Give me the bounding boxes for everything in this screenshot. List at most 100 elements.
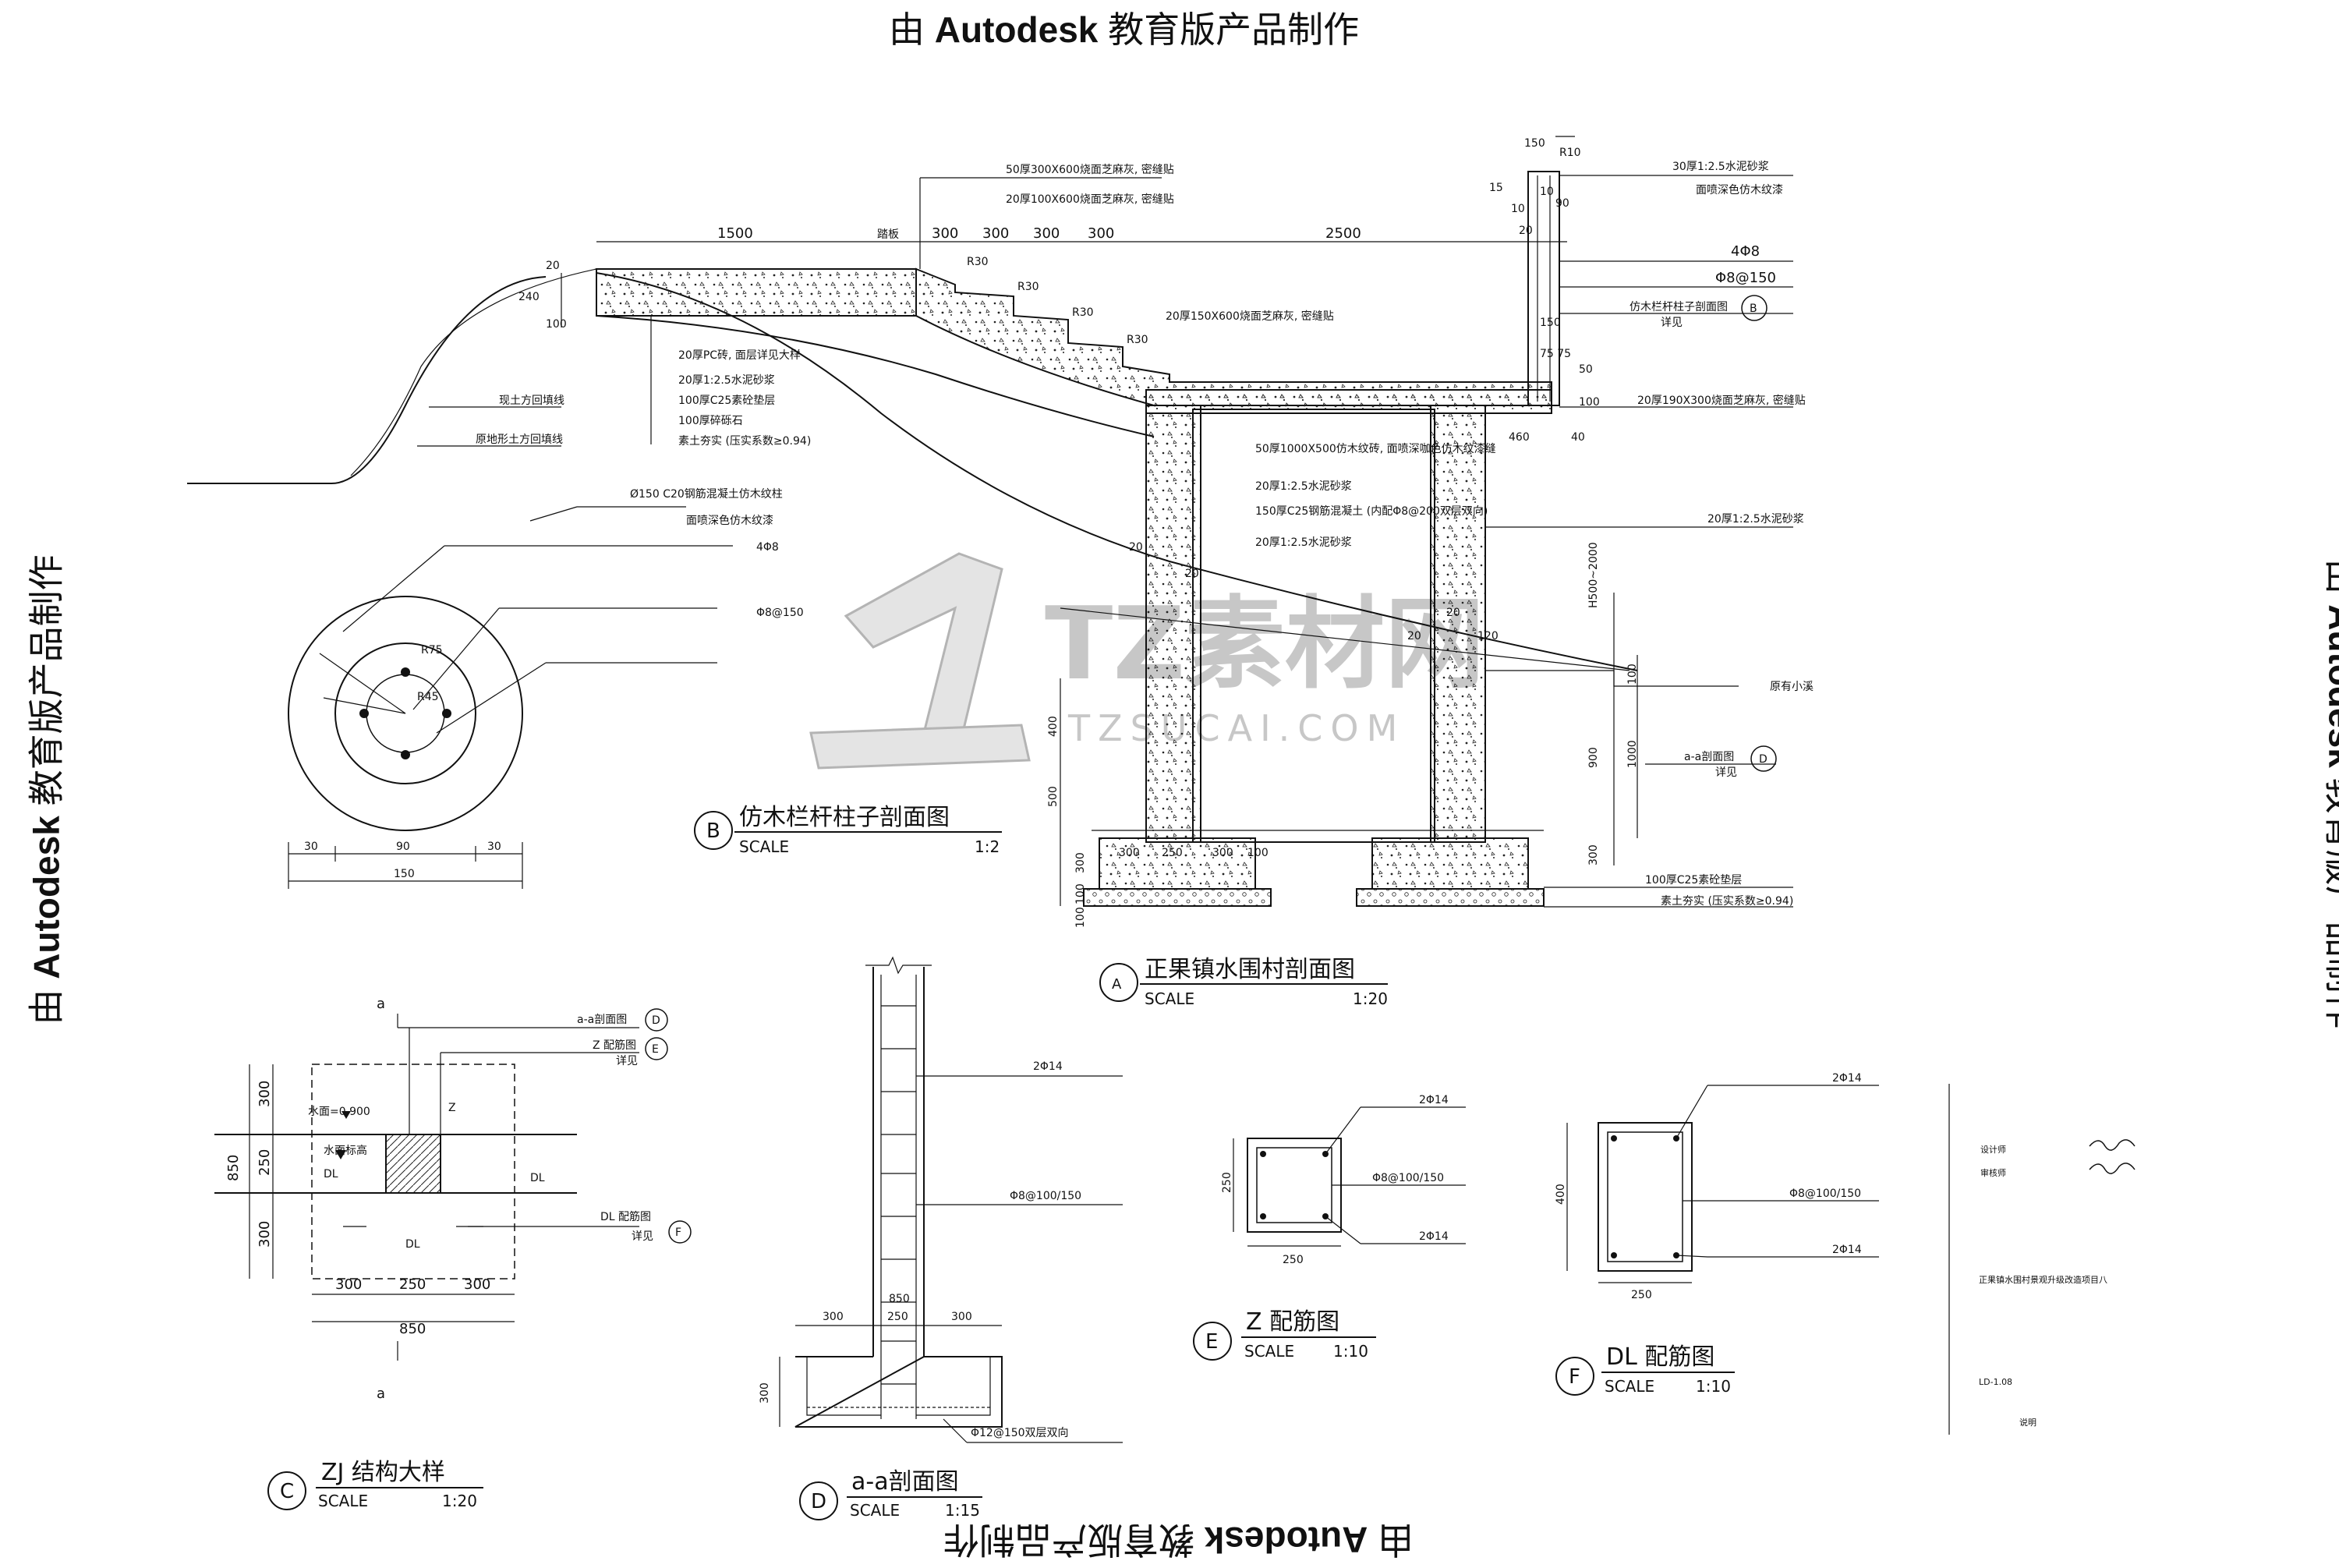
- callout-z-see: 详见: [616, 1055, 638, 1067]
- callout-aa: a-a剖面图: [577, 1014, 627, 1026]
- cut-a-top: a: [377, 996, 385, 1012]
- rail-dim-c: 50: [1579, 363, 1593, 376]
- d-rebar: 2Φ14: [1033, 1060, 1063, 1073]
- ref-d-label: a-a剖面图: [1684, 751, 1734, 763]
- tb-number: LD-1.08: [1979, 1377, 2012, 1387]
- ref-b-bubble: B: [1750, 303, 1757, 315]
- section-c-annotations: a a 水面=0.900 水面标高 Z DL DL DL a-a剖面图 Z 配筋…: [225, 996, 692, 1510]
- e-stirrup: Φ8@100/150: [1372, 1172, 1444, 1184]
- f-h: 400: [1555, 1184, 1567, 1205]
- dim-100-l2: 100: [1074, 907, 1087, 928]
- post-stirrup: Φ8@150: [756, 607, 804, 619]
- e-top: 2Φ14: [1419, 1094, 1449, 1106]
- dim-460: 460: [1509, 431, 1530, 444]
- title-c-letter: C: [280, 1480, 294, 1503]
- title-b-scale: 1:2: [975, 837, 1000, 856]
- callout-dl-see: 详见: [632, 1230, 653, 1243]
- note-top-1: 50厚300X600烧面芝麻灰, 密缝贴: [1006, 163, 1174, 176]
- section-d-annotations: 2Φ14 Φ8@100/150 850 300 250 300 300 Φ12@…: [759, 1060, 1081, 1520]
- rail-dim-a: 150: [1540, 317, 1561, 329]
- dim-tread: 踏板: [877, 228, 899, 241]
- layer-1: 20厚PC砖, 面层详见大样: [678, 349, 801, 362]
- inner-20c: 20: [1407, 630, 1421, 642]
- title-c-scale-label: SCALE: [318, 1492, 368, 1510]
- d-stirrup: Φ8@100/150: [1010, 1190, 1081, 1202]
- f-stirrup: Φ8@100/150: [1789, 1188, 1861, 1200]
- e-bottom: 2Φ14: [1419, 1230, 1449, 1243]
- title-block: 设计师 审核师 正果镇水围村景观升级改造项目八 LD-1.08 说明: [1948, 1084, 2136, 1435]
- base-dim-300b: 300: [1212, 847, 1233, 859]
- rail-dim-20: 20: [1519, 225, 1533, 237]
- c-vdim-250: 250: [257, 1149, 273, 1176]
- step-radius-2: R30: [1017, 281, 1039, 293]
- designer-signature: [2089, 1139, 2136, 1151]
- post-dim-30a: 30: [304, 841, 318, 853]
- layer-4: 100厚碎砾石: [678, 415, 743, 427]
- title-e: Z 配筋图: [1246, 1308, 1339, 1336]
- wall-note-1: 50厚1000X500仿木纹砖, 面喷深咖色仿木纹漆缝: [1255, 442, 1496, 455]
- rail-dim-b: 75 75: [1540, 348, 1571, 360]
- post-rebar: 4Φ8: [756, 541, 779, 554]
- e-h: 250: [1221, 1172, 1233, 1193]
- rail-dim-d: 100: [1579, 396, 1600, 409]
- dim-100-l1: 100: [1074, 883, 1087, 904]
- layer-2: 20厚1:2.5水泥砂浆: [678, 374, 775, 387]
- dl-left: DL: [324, 1168, 338, 1180]
- c-hdim-250: 250: [399, 1276, 426, 1293]
- callout-dl: DL 配筋图: [600, 1210, 651, 1223]
- section-b-annotations: Ø150 C20钢筋混凝土仿木纹柱 面喷深色仿木纹漆 4Φ8 Φ8@150 R7…: [304, 487, 1002, 880]
- dim-900: 900: [1587, 747, 1600, 768]
- c-hdim-850: 850: [399, 1321, 426, 1337]
- tb-designer: 设计师: [1980, 1145, 2006, 1155]
- rail-dim-10b: 10: [1511, 203, 1525, 215]
- dim-left-240: 240: [518, 291, 540, 303]
- section-f-drawing: [1566, 1085, 1879, 1283]
- dim-40: 40: [1571, 431, 1585, 444]
- base-note-1: 100厚C25素砼垫层: [1645, 874, 1742, 887]
- tb-note: 说明: [2019, 1417, 2036, 1428]
- inner-20a: 20: [1129, 541, 1143, 554]
- water-label: 水面标高: [324, 1144, 367, 1157]
- section-c-drawing: [214, 1014, 639, 1361]
- rail-note-1: 30厚1:2.5水泥砂浆: [1672, 161, 1769, 173]
- post-dim-150: 150: [394, 868, 415, 880]
- title-a-bubble: [1099, 963, 1138, 1002]
- inner-120: 120: [1477, 630, 1499, 642]
- dl-bottom: DL: [405, 1238, 420, 1251]
- section-a-annotations: 1500 踏板 300 300 300 300 2500 50厚300X600烧…: [417, 137, 1814, 1008]
- dim-300-c: 300: [1033, 225, 1060, 242]
- right-note-2: 20厚1:2.5水泥砂浆: [1707, 513, 1804, 526]
- post-dim-90: 90: [396, 841, 410, 853]
- e-w: 250: [1283, 1254, 1304, 1266]
- title-b: 仿木栏杆柱子剖面图: [739, 804, 950, 831]
- callout-f-bubble: F: [675, 1226, 681, 1239]
- water-level: 水面=0.900: [308, 1106, 370, 1118]
- title-a-scale-label: SCALE: [1145, 989, 1194, 1008]
- rail-dim-15: 15: [1489, 182, 1503, 194]
- note-ground-2: 原地形土方回填线: [476, 434, 563, 446]
- base-dim-300a: 300: [1119, 847, 1140, 859]
- logo-url: TZSUCAI.COM: [1067, 707, 1405, 749]
- post-note-2: 面喷深色仿木纹漆: [686, 514, 773, 527]
- d-dim-850: 850: [889, 1293, 910, 1305]
- d-dim-300a: 300: [823, 1311, 844, 1323]
- title-d-scale: 1:15: [945, 1501, 980, 1520]
- z-label: Z: [448, 1102, 456, 1114]
- dim-300-b: 300: [982, 225, 1009, 242]
- title-d-scale-label: SCALE: [850, 1501, 900, 1520]
- callout-z: Z 配筋图: [593, 1039, 636, 1052]
- d-dim-300v: 300: [759, 1382, 771, 1403]
- callout-d-bubble: D: [652, 1014, 660, 1027]
- title-d: a-a剖面图: [851, 1468, 959, 1495]
- post-r45: R45: [417, 691, 439, 703]
- rail-note-rebar: 4Φ8: [1731, 243, 1760, 260]
- c-hdim-300a: 300: [335, 1276, 362, 1293]
- title-a-scale: 1:20: [1353, 989, 1388, 1008]
- inner-20d: 20: [1446, 607, 1460, 619]
- dim-300-r: 300: [1587, 844, 1600, 865]
- f-bottom: 2Φ14: [1832, 1244, 1862, 1256]
- dim-300-a: 300: [932, 225, 958, 242]
- title-b-letter: B: [706, 819, 720, 843]
